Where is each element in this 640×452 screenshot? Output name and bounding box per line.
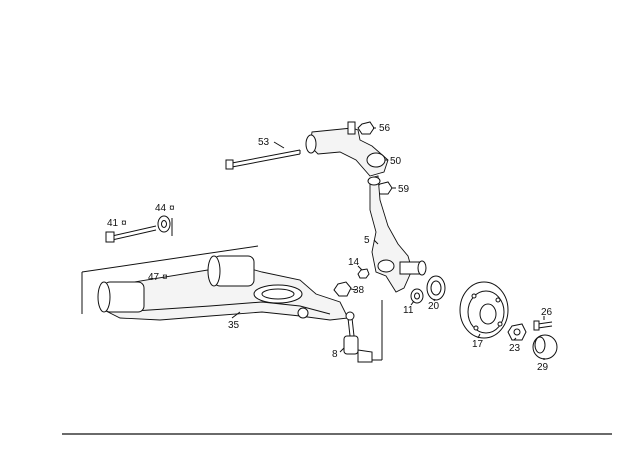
upper-control-arm — [305, 121, 389, 177]
bolt-53 — [225, 149, 301, 170]
bolt-26 — [533, 320, 553, 331]
lower-control-arm — [97, 255, 349, 321]
group-bracket — [81, 218, 383, 361]
callout-26: 26 — [541, 307, 553, 318]
callout-20: 20 — [428, 301, 440, 312]
steering-knuckle — [367, 175, 427, 293]
callout-44: 44¤ — [155, 203, 175, 214]
ball-joint-8 — [343, 311, 373, 363]
callout-50: 50 — [390, 156, 402, 167]
callout-35: 35 — [228, 320, 240, 331]
callout-11: 11 — [403, 305, 414, 316]
callout-59: 59 — [398, 184, 410, 195]
clamp-nut-23 — [507, 323, 527, 341]
callout-8: 8 — [332, 349, 338, 360]
callout-47: 47¤ — [148, 272, 168, 283]
washer-44 — [157, 215, 171, 233]
nut-11 — [410, 288, 424, 304]
callout-53: 53 — [258, 137, 270, 148]
callout-5: 5 — [364, 235, 370, 246]
wheel-hub-17 — [459, 281, 509, 339]
bolt-41 — [105, 225, 157, 243]
nut-14 — [357, 268, 370, 279]
callout-17: 17 — [472, 339, 484, 350]
grease-cap-29 — [532, 334, 558, 360]
callout-14: 14 — [348, 257, 360, 268]
callout-29: 29 — [537, 362, 549, 373]
callout-56: 56 — [379, 123, 391, 134]
callout-23: 23 — [509, 343, 521, 354]
callout-labels: 53 56 50 59 5 14 38 11 20 17 26 23 29 41… — [107, 123, 553, 373]
leader-lines — [231, 127, 545, 360]
callout-38: 38 — [353, 285, 365, 296]
seal-ring-20 — [426, 275, 446, 301]
callout-41: 41¤ — [107, 218, 127, 229]
nut-38 — [333, 281, 352, 297]
nut-56 — [357, 121, 375, 135]
